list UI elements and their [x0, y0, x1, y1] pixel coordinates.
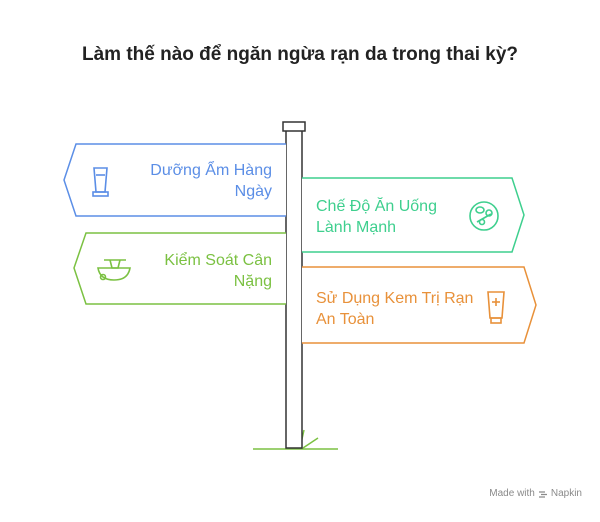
signpost-cap — [282, 121, 306, 132]
made-with-text: Made with — [489, 488, 535, 499]
sign-1-label: Dưỡng Ẩm Hàng Ngày — [150, 162, 272, 200]
weight-scale-icon — [97, 259, 131, 281]
sign-3-label: Kiểm Soát Cân Nặng — [164, 252, 272, 290]
sign-2-label: Chế Độ Ăn Uống Lành Mạnh — [316, 198, 437, 236]
napkin-brand-text: Napkin — [550, 488, 582, 499]
signpost-pole — [285, 129, 303, 449]
lotion-tube-icon — [92, 167, 109, 197]
sign-1-board — [63, 143, 286, 217]
healthy-food-plate-icon — [469, 201, 499, 231]
sign-4-board — [302, 266, 537, 344]
diagram-title: Làm thế nào để ngăn ngừa rạn da trong th… — [81, 44, 519, 65]
cream-tube-icon — [487, 291, 505, 324]
made-with-napkin-footer: Made with Napkin — [489, 488, 582, 499]
napkin-logo-icon — [538, 490, 547, 498]
sign-4-label: Sử Dụng Kem Trị Rạn An Toàn — [316, 290, 474, 328]
sign-2-board — [302, 177, 525, 253]
sign-3-board — [73, 232, 286, 305]
